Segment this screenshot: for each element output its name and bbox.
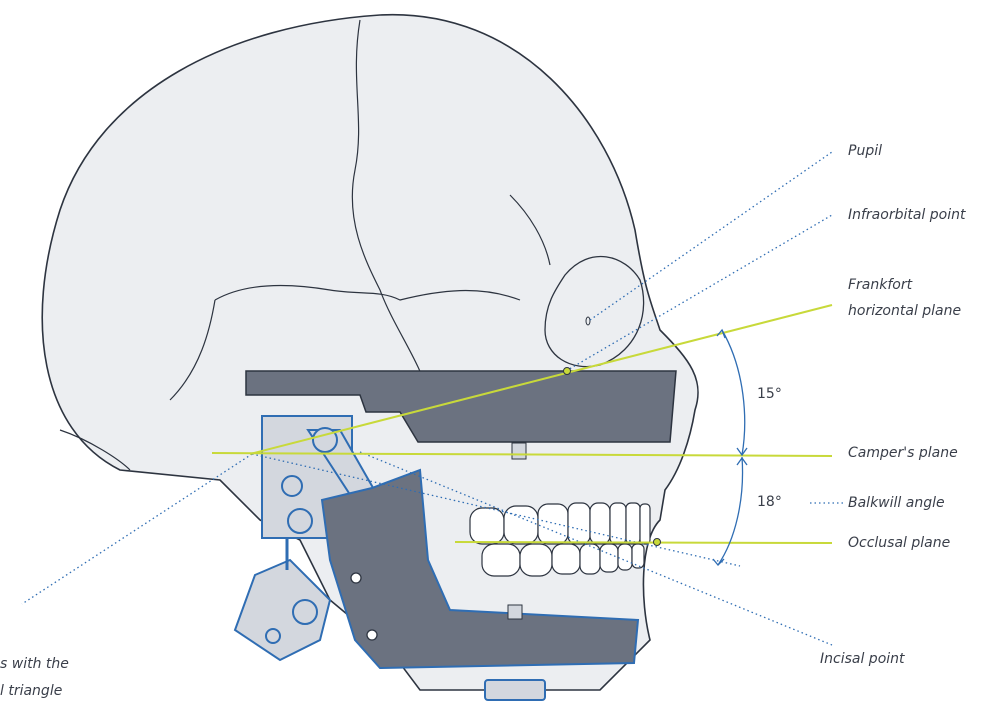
angle-arc-lower — [718, 457, 743, 565]
label-bonwill-line2: l triangle — [0, 682, 62, 700]
upper-teeth — [470, 503, 650, 544]
mandible-pin-2 — [367, 630, 377, 640]
label-pupil: Pupil — [848, 142, 882, 160]
angle-value-lower: 18° — [757, 494, 782, 510]
bonwill-guide — [22, 454, 252, 604]
label-campers-plane: Camper's plane — [848, 444, 958, 462]
label-balkwill-angle: Balkwill angle — [848, 494, 945, 512]
label-infraorbital-point: Infraorbital point — [848, 206, 965, 224]
orbitale-dot — [564, 368, 571, 375]
label-occlusal-plane: Occlusal plane — [848, 534, 950, 552]
upper-screw-stem — [512, 443, 526, 459]
articulator-hinge — [313, 428, 337, 452]
articulator-screw-1 — [282, 476, 302, 496]
thumb-screw-stem — [508, 605, 522, 619]
mandible-pin-1 — [351, 573, 361, 583]
articulator-screw-2 — [288, 509, 312, 533]
label-bonwill-line1: s with the — [0, 655, 69, 673]
label-frankfort-line1: Frankfort — [848, 276, 912, 294]
clamp-screw-1 — [293, 600, 317, 624]
label-incisal-point: Incisal point — [820, 650, 905, 668]
occlusal-line — [455, 542, 832, 543]
incisal-dot — [654, 539, 661, 546]
angle-arc-upper — [722, 330, 745, 455]
angle-value-upper: 15° — [757, 386, 782, 402]
label-frankfort-line2: horizontal plane — [848, 302, 961, 320]
thumb-screw — [485, 680, 545, 700]
clamp-screw-2 — [266, 629, 280, 643]
